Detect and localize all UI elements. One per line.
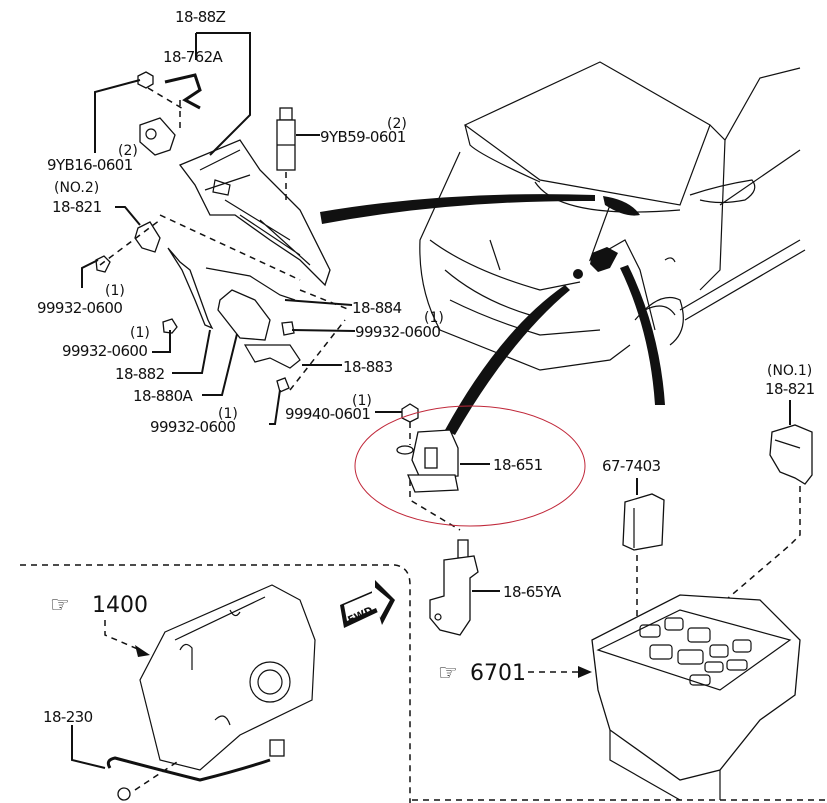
qty-99932-b: (1) bbox=[130, 325, 150, 341]
mount-location-dot bbox=[573, 269, 583, 279]
label-99932-0600-c[interactable]: 99932-0600 bbox=[150, 418, 236, 436]
bracket-18-65YA bbox=[429, 539, 500, 636]
label-18-65YA[interactable]: 18-65YA bbox=[503, 583, 563, 601]
arrow-to-fusebox bbox=[620, 265, 665, 405]
qty-9YB16: (2) bbox=[118, 143, 138, 159]
qty-99932-d: (1) bbox=[424, 310, 444, 326]
label-9YB16-0601[interactable]: 9YB16-0601 bbox=[47, 156, 133, 174]
label-18-883[interactable]: 18-883 bbox=[343, 358, 393, 376]
relay-67-7403 bbox=[622, 478, 665, 670]
highlight-circle bbox=[354, 405, 586, 527]
arrow-to-cowl bbox=[320, 194, 595, 224]
label-18-230[interactable]: 18-230 bbox=[43, 708, 93, 726]
label-99940-0601[interactable]: 99940-0601 bbox=[285, 405, 371, 423]
label-99932-0600-d[interactable]: 99932-0600 bbox=[355, 323, 441, 341]
label-18-651[interactable]: 18-651 bbox=[493, 456, 543, 474]
label-18-821-no1-tag: (NO.1) bbox=[767, 363, 812, 379]
label-18-821-no2-tag: (NO.2) bbox=[54, 180, 99, 196]
inset-border bbox=[20, 564, 411, 803]
fuse-box-6701 bbox=[591, 594, 801, 801]
location-arrows bbox=[320, 194, 665, 435]
mount-location-marker bbox=[590, 247, 618, 272]
label-99932-0600-b[interactable]: 99932-0600 bbox=[62, 342, 148, 360]
qty-99932-a: (1) bbox=[105, 283, 125, 299]
sensor-18-230 bbox=[71, 725, 285, 801]
label-18-882[interactable]: 18-882 bbox=[115, 365, 165, 383]
part-labels: 18-88Z 18-762A (2) 9YB16-0601 (2) 9YB59-… bbox=[37, 8, 815, 726]
qty-99932-c: (1) bbox=[218, 406, 238, 422]
label-18-762A[interactable]: 18-762A bbox=[163, 48, 224, 66]
ref-1400-label[interactable]: 1400 bbox=[92, 593, 148, 618]
label-67-7403[interactable]: 67-7403 bbox=[602, 457, 661, 475]
label-18-884[interactable]: 18-884 bbox=[352, 299, 402, 317]
vehicle-outline bbox=[419, 61, 806, 371]
label-18-880A[interactable]: 18-880A bbox=[133, 387, 194, 405]
qty-9YB59: (2) bbox=[387, 116, 407, 132]
label-18-88Z[interactable]: 18-88Z bbox=[175, 8, 226, 26]
label-18-821-no2[interactable]: 18-821 bbox=[52, 198, 102, 216]
qty-99940: (1) bbox=[352, 393, 372, 409]
label-9YB59-0601[interactable]: 9YB59-0601 bbox=[320, 128, 406, 146]
ref-icon-1400: ☞ bbox=[50, 593, 70, 618]
transmission-1400 bbox=[139, 584, 316, 771]
nut-icon bbox=[137, 71, 154, 89]
relay-18-821-no1 bbox=[719, 400, 813, 606]
label-18-821-no1[interactable]: 18-821 bbox=[765, 380, 815, 398]
bracket-assembly-18-88Z bbox=[95, 71, 351, 393]
arrow-head-cowl bbox=[603, 196, 640, 216]
ref-6701-label[interactable]: 6701 bbox=[470, 661, 526, 686]
relay-18-651 bbox=[396, 403, 461, 531]
label-99932-0600-a[interactable]: 99932-0600 bbox=[37, 299, 123, 317]
arrow-to-relay bbox=[445, 285, 570, 435]
fwd-arrow: FWD bbox=[340, 580, 395, 628]
leader-lines bbox=[81, 32, 402, 425]
ref-icon-6701: ☞ bbox=[438, 661, 458, 686]
